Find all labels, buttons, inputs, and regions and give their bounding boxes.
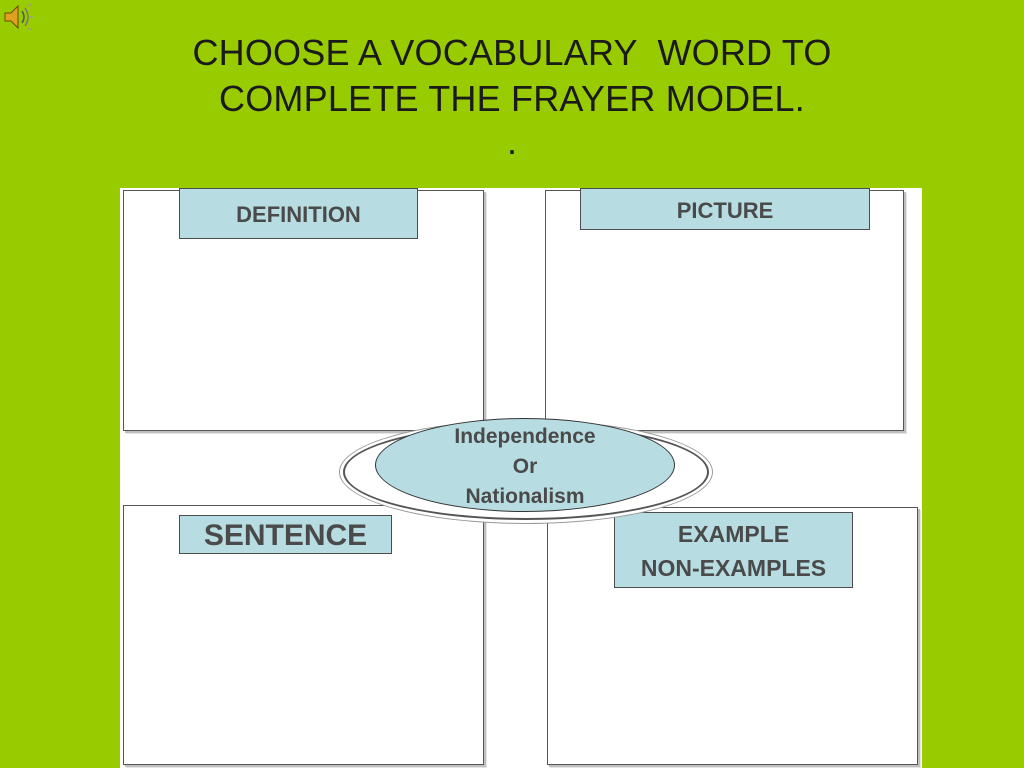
picture-label: PICTURE — [580, 188, 870, 230]
title-dot: . — [506, 121, 517, 162]
example-label-line-1: EXAMPLE — [677, 521, 790, 547]
example-label-line-2: NON-EXAMPLES — [640, 555, 827, 581]
sentence-label: SENTENCE — [179, 515, 392, 554]
center-line-3: Nationalism — [465, 485, 585, 508]
vocabulary-word-oval — [375, 418, 675, 512]
example-label: EXAMPLE NON-EXAMPLES — [614, 512, 853, 588]
vocabulary-word: Independence Or Nationalism — [385, 422, 665, 512]
center-line-1: Independence — [454, 425, 596, 448]
speaker-icon[interactable] — [2, 2, 34, 32]
title-line-1: CHOOSE A VOCABULARY WORD TO — [192, 32, 832, 73]
title-line-2: COMPLETE THE FRAYER MODEL. — [219, 78, 805, 119]
page-title: CHOOSE A VOCABULARY WORD TO COMPLETE THE… — [0, 30, 1024, 122]
definition-label: DEFINITION — [179, 188, 418, 239]
center-line-2: Or — [512, 455, 538, 478]
